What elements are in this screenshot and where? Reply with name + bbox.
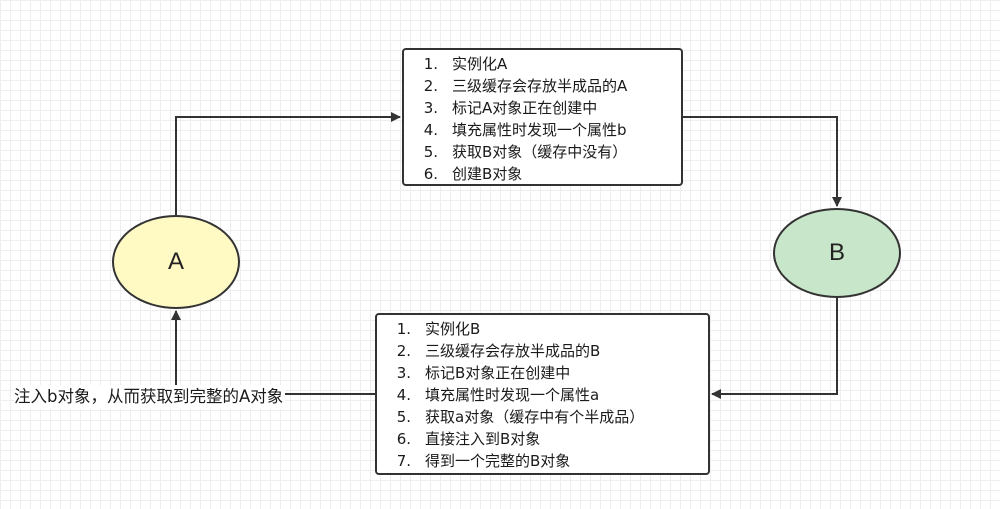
step-number: 3. — [396, 364, 411, 382]
step-item: 2. 三级缓存会存放半成品的A — [404, 75, 681, 97]
step-text: 创建B对象 — [452, 165, 523, 183]
step-number: 4. — [423, 121, 438, 139]
step-item: 6. 直接注入到B对象 — [377, 428, 708, 450]
step-item: 1. 实例化B — [377, 318, 708, 340]
step-text: 填充属性时发现一个属性b — [452, 121, 627, 139]
step-item: 4. 填充属性时发现一个属性a — [377, 384, 708, 406]
arrow-box-b-to-a — [171, 310, 375, 395]
step-text: 填充属性时发现一个属性a — [425, 386, 600, 404]
step-number: 1. — [396, 320, 411, 338]
step-text: 得到一个完整的B对象 — [425, 452, 571, 470]
step-item: 1. 实例化A — [404, 53, 681, 75]
step-text: 标记A对象正在创建中 — [452, 99, 598, 117]
step-item: 3. 标记A对象正在创建中 — [404, 97, 681, 119]
step-text: 获取B对象（缓存中没有） — [452, 143, 628, 161]
step-number: 5. — [423, 143, 438, 161]
node-b-label: B — [828, 239, 845, 266]
node-a[interactable]: A — [112, 215, 240, 309]
step-item: 4. 填充属性时发现一个属性b — [404, 119, 681, 141]
step-item: 6. 创建B对象 — [404, 163, 681, 185]
step-number: 6. — [423, 165, 438, 183]
node-a-label: A — [167, 248, 184, 275]
step-item: 7. 得到一个完整的B对象 — [377, 450, 708, 472]
step-number: 2. — [396, 342, 411, 360]
step-box-a[interactable]: 1. 实例化A 2. 三级缓存会存放半成品的A 3. 标记A对象正在创建中 4. 填充属性时发… — [402, 48, 683, 186]
step-text: 三级缓存会存放半成品的B — [425, 342, 601, 360]
step-text: 获取a对象（缓存中有个半成品） — [425, 408, 645, 426]
step-text: 三级缓存会存放半成品的A — [452, 77, 628, 95]
arrow-a-to-box-a — [175, 112, 401, 215]
step-number: 7. — [396, 452, 411, 470]
step-number: 5. — [396, 408, 411, 426]
step-text: 直接注入到B对象 — [425, 430, 541, 448]
step-box-b[interactable]: 1. 实例化B 2. 三级缓存会存放半成品的B 3. 标记B对象正在创建中 4. 填充属性时发… — [375, 313, 710, 475]
inject-annotation: 注入b对象，从而获取到完整的A对象 — [14, 385, 286, 409]
arrow-b-to-box-b — [711, 298, 838, 399]
step-text: 实例化B — [425, 320, 481, 338]
step-item: 2. 三级缓存会存放半成品的B — [377, 340, 708, 362]
step-text: 实例化A — [452, 55, 508, 73]
step-number: 3. — [423, 99, 438, 117]
step-text: 标记B对象正在创建中 — [425, 364, 571, 382]
step-item: 5. 获取B对象（缓存中没有） — [404, 141, 681, 163]
arrow-box-a-to-b — [683, 116, 842, 207]
step-number: 4. — [396, 386, 411, 404]
step-item: 5. 获取a对象（缓存中有个半成品） — [377, 406, 708, 428]
step-number: 1. — [423, 55, 438, 73]
node-b[interactable]: B — [773, 208, 901, 298]
step-number: 6. — [396, 430, 411, 448]
step-item: 3. 标记B对象正在创建中 — [377, 362, 708, 384]
step-number: 2. — [423, 77, 438, 95]
